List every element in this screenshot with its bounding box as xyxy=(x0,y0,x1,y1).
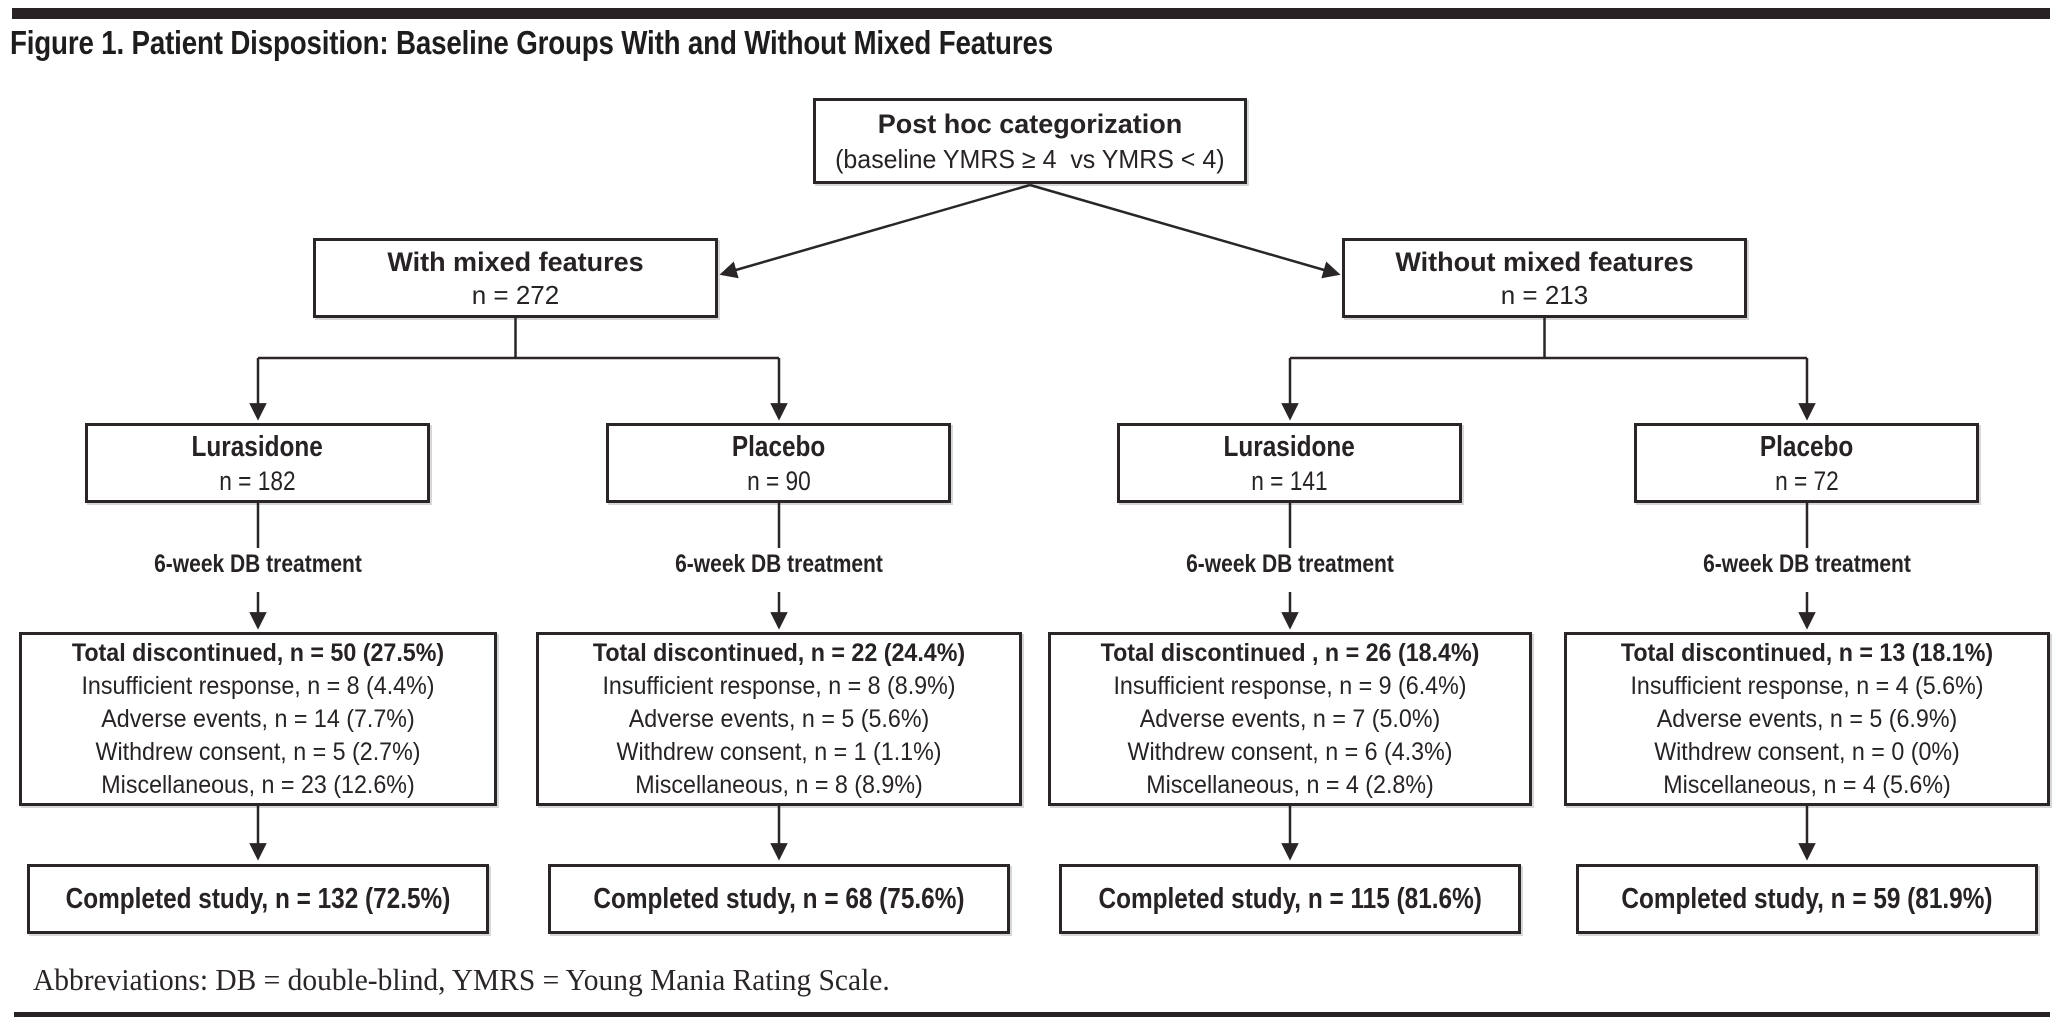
arm-box-placebo-nonmixed: Placebo n = 72 xyxy=(1634,423,1979,503)
discontinued-reason: Withdrew consent, n = 1 (1.1%) xyxy=(616,737,942,766)
arm-n: n = 182 xyxy=(219,466,296,496)
discontinued-reason: Miscellaneous, n = 8 (8.9%) xyxy=(635,770,923,799)
arrow-root-to-without xyxy=(1029,183,1341,279)
treatment-label-col1: 6-week DB treatment xyxy=(154,550,362,578)
discontinued-reason: Miscellaneous, n = 23 (12.6%) xyxy=(101,770,415,799)
figure-title: Figure 1. Patient Disposition: Baseline … xyxy=(10,24,1053,61)
completed-box-col4: Completed study, n = 59 (81.9%) xyxy=(1576,864,2038,934)
arm-drug: Lurasidone xyxy=(191,431,324,463)
discontinued-box-col4: Total discontinued, n = 13 (18.1%) Insuf… xyxy=(1564,632,2050,806)
arm-box-lurasidone-nonmixed: Lurasidone n = 141 xyxy=(1117,423,1462,503)
discontinued-reason: Miscellaneous, n = 4 (5.6%) xyxy=(1663,770,1951,799)
arm-drug: Placebo xyxy=(1759,431,1854,463)
arm-drug: Lurasidone xyxy=(1223,431,1356,463)
group-label: With mixed features xyxy=(387,247,644,277)
abbreviations-note: Abbreviations: DB = double-blind, YMRS =… xyxy=(33,962,890,997)
completed-text: Completed study, n = 68 (75.6%) xyxy=(593,882,965,915)
discontinued-reason: Adverse events, n = 7 (5.0%) xyxy=(1139,704,1441,733)
discontinued-box-col3: Total discontinued , n = 26 (18.4%) Insu… xyxy=(1048,632,1532,806)
discontinued-total: Total discontinued, n = 13 (18.1%) xyxy=(1620,638,1994,667)
treatment-label-col4: 6-week DB treatment xyxy=(1703,550,1911,578)
arm-box-lurasidone-mixed: Lurasidone n = 182 xyxy=(85,423,430,503)
root-box-subtitle: (baseline YMRS ≥ 4 vs YMRS < 4) xyxy=(835,144,1225,174)
discontinued-box-col1: Total discontinued, n = 50 (27.5%) Insuf… xyxy=(19,632,497,806)
discontinued-reason: Withdrew consent, n = 5 (2.7%) xyxy=(95,737,421,766)
arm-drug: Placebo xyxy=(731,431,826,463)
tree-right xyxy=(1290,318,1807,360)
discontinued-box-col2: Total discontinued, n = 22 (24.4%) Insuf… xyxy=(536,632,1022,806)
group-n: n = 272 xyxy=(471,280,560,310)
completed-box-col1: Completed study, n = 132 (72.5%) xyxy=(27,864,489,934)
discontinued-total: Total discontinued, n = 50 (27.5%) xyxy=(71,638,445,667)
treatment-label-col3: 6-week DB treatment xyxy=(1186,550,1394,578)
discontinued-reason: Miscellaneous, n = 4 (2.8%) xyxy=(1146,770,1434,799)
top-rule-bar xyxy=(12,8,2050,19)
treatment-label-col2: 6-week DB treatment xyxy=(675,550,883,578)
completed-text: Completed study, n = 59 (81.9%) xyxy=(1621,882,1993,915)
post-hoc-categorization-box: Post hoc categorization (baseline YMRS ≥… xyxy=(813,98,1247,184)
root-box-title: Post hoc categorization xyxy=(877,109,1183,139)
arm-n: n = 72 xyxy=(1774,466,1839,496)
arm-box-placebo-mixed: Placebo n = 90 xyxy=(606,423,951,503)
completed-text: Completed study, n = 115 (81.6%) xyxy=(1098,882,1482,915)
group-with-mixed-features-box: With mixed features n = 272 xyxy=(313,238,718,318)
group-n: n = 213 xyxy=(1500,280,1589,310)
arm-n: n = 90 xyxy=(746,466,811,496)
discontinued-total: Total discontinued , n = 26 (18.4%) xyxy=(1100,638,1480,667)
discontinued-reason: Adverse events, n = 5 (5.6%) xyxy=(628,704,930,733)
tree-left xyxy=(258,318,779,360)
discontinued-reason: Withdrew consent, n = 6 (4.3%) xyxy=(1127,737,1453,766)
discontinued-total: Total discontinued, n = 22 (24.4%) xyxy=(592,638,966,667)
discontinued-reason: Insufficient response, n = 8 (4.4%) xyxy=(81,671,435,700)
discontinued-reason: Insufficient response, n = 4 (5.6%) xyxy=(1630,671,1984,700)
completed-box-col3: Completed study, n = 115 (81.6%) xyxy=(1059,864,1521,934)
discontinued-reason: Insufficient response, n = 9 (6.4%) xyxy=(1113,671,1467,700)
discontinued-reason: Adverse events, n = 14 (7.7%) xyxy=(101,704,415,733)
group-without-mixed-features-box: Without mixed features n = 213 xyxy=(1342,238,1747,318)
completed-box-col2: Completed study, n = 68 (75.6%) xyxy=(548,864,1010,934)
arrow-root-to-with xyxy=(719,183,1031,279)
discontinued-reason: Withdrew consent, n = 0 (0%) xyxy=(1654,737,1960,766)
bottom-rule-bar xyxy=(14,1012,2050,1017)
arm-n: n = 141 xyxy=(1251,466,1328,496)
discontinued-reason: Adverse events, n = 5 (6.9%) xyxy=(1656,704,1958,733)
discontinued-reason: Insufficient response, n = 8 (8.9%) xyxy=(602,671,956,700)
group-label: Without mixed features xyxy=(1395,247,1694,277)
completed-text: Completed study, n = 132 (72.5%) xyxy=(65,882,451,915)
